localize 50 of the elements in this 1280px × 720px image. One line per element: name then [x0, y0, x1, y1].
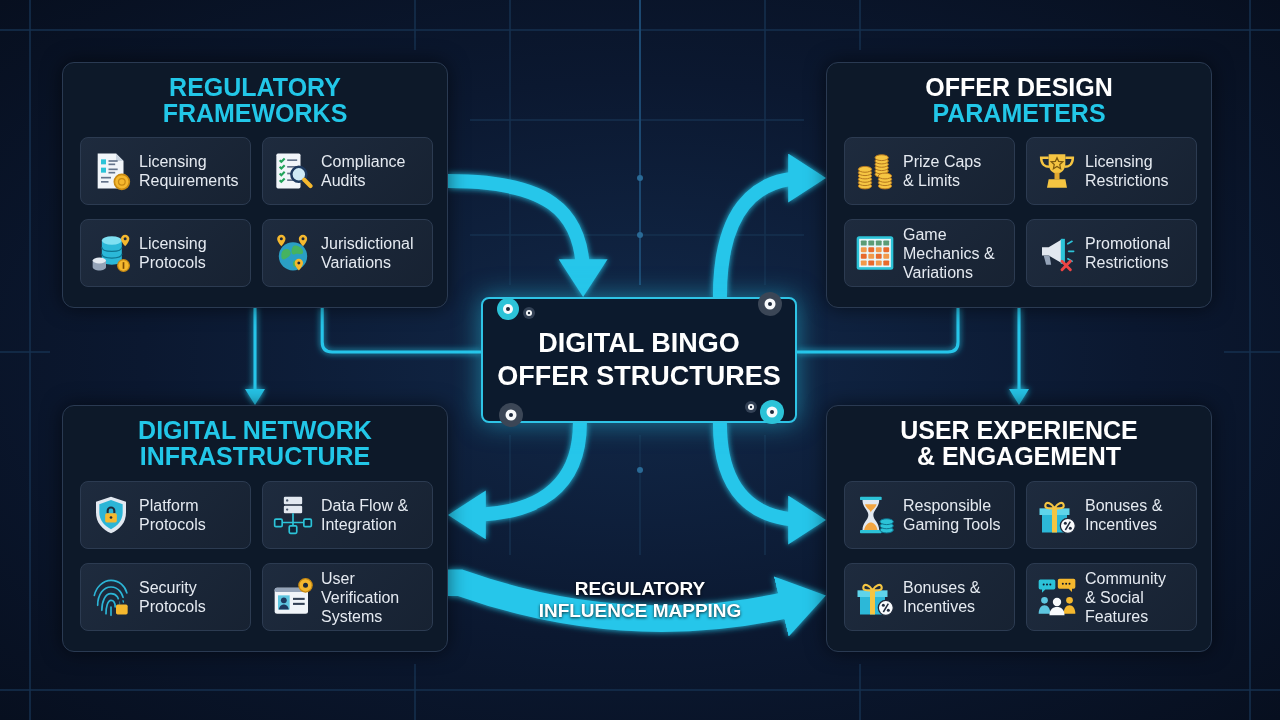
- item-label: Jurisdictional Variations: [321, 234, 415, 272]
- item-label: Platform Protocols: [139, 496, 207, 534]
- item-label: Promotional Restrictions: [1085, 234, 1172, 272]
- arrow: [1009, 308, 1029, 405]
- item-card: [1026, 137, 1197, 205]
- category-panel: [826, 405, 1212, 652]
- panel-heading: OFFER DESIGN: [925, 74, 1113, 100]
- item-label: Responsible Gaming Tools: [903, 496, 1002, 534]
- item-card: [1026, 481, 1197, 549]
- item-card: [844, 563, 1015, 631]
- curved-arrow: [447, 174, 607, 297]
- item-label: User Verification Systems: [321, 568, 401, 626]
- item-card: [844, 137, 1015, 205]
- category-panel: [62, 62, 448, 308]
- item-card: [80, 137, 251, 205]
- item-card: [80, 219, 251, 287]
- item-card: [80, 481, 251, 549]
- category-panel: [826, 62, 1212, 308]
- item-label: Game Mechanics & Variations: [903, 224, 996, 282]
- item-card: [844, 219, 1015, 287]
- category-panel: [62, 405, 448, 652]
- item-card: [262, 563, 433, 631]
- item-label: Bonuses & Incentives: [1085, 496, 1164, 534]
- curved-arrow: [712, 154, 826, 298]
- item-card: [1026, 219, 1197, 287]
- item-card: [80, 563, 251, 631]
- arrow: [245, 308, 265, 405]
- item-label: Community & Social Features: [1085, 568, 1167, 626]
- item-label: Licensing Protocols: [139, 234, 208, 272]
- item-card: [262, 137, 433, 205]
- item-card: [262, 481, 433, 549]
- title-text: DIGITAL BINGO OFFER STRUCTURES: [496, 327, 782, 393]
- panel-heading: PARAMETERS: [932, 100, 1106, 126]
- item-label: Security Protocols: [139, 578, 207, 616]
- item-card: [1026, 563, 1197, 631]
- panel-heading: REGULATORY FRAMEWORKS: [161, 74, 349, 126]
- item-label: Licensing Restrictions: [1085, 152, 1170, 190]
- edge-label: REGULATORY INFLUENCE MAPPING: [537, 578, 743, 623]
- panel-heading: DIGITAL NETWORK INFRASTRUCTURE: [137, 417, 373, 469]
- item-card: [262, 219, 433, 287]
- item-label: Bonuses & Incentives: [903, 578, 982, 616]
- item-label: Prize Caps & Limits: [903, 152, 983, 190]
- item-label: Compliance Audits: [321, 152, 407, 190]
- curved-arrow: [446, 569, 826, 637]
- item-label: Data Flow & Integration: [321, 496, 410, 534]
- item-label: Licensing Requirements: [139, 152, 240, 190]
- connector-line: [320, 308, 481, 354]
- connector-line: [797, 308, 960, 354]
- panel-heading: USER EXPERIENCE & ENGAGEMENT: [899, 417, 1139, 469]
- item-card: [844, 481, 1015, 549]
